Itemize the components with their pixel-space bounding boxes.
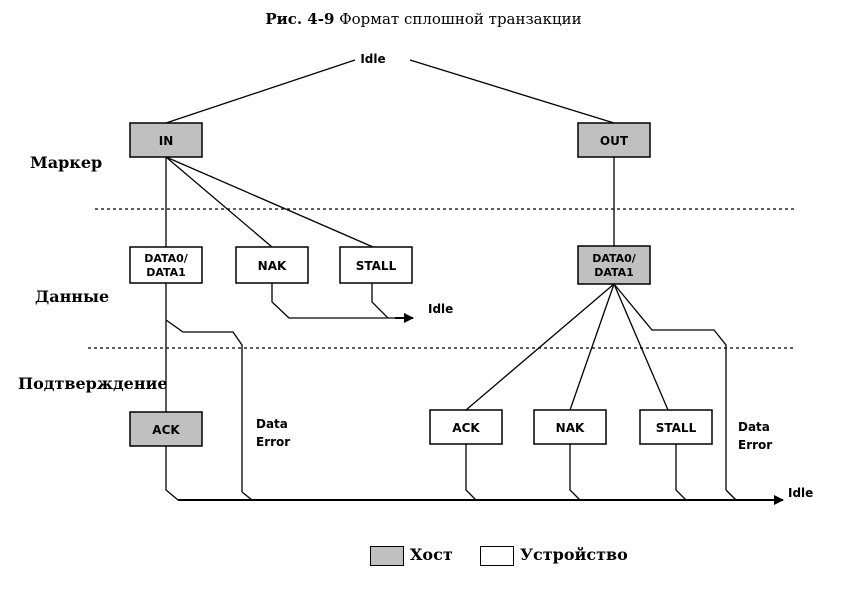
idle-top-label: Idle	[360, 52, 385, 66]
label-in-data-line2: DATA1	[146, 266, 186, 279]
figure-number: Рис. 4-9	[265, 10, 335, 28]
idle-bottom-label: Idle	[788, 486, 813, 500]
phase-label-data: Данные	[35, 287, 110, 306]
connector-idle-in	[165, 59, 356, 124]
connector-out-data-ack	[465, 283, 615, 411]
connector-in-ack-down	[165, 446, 179, 501]
legend-host-swatch	[370, 546, 404, 566]
label-in-nak: NAK	[258, 259, 287, 273]
box-in-host	[129, 122, 203, 158]
label-out-nak: NAK	[556, 421, 585, 435]
label-out: OUT	[600, 134, 629, 148]
legend-host-label: Хост	[410, 545, 453, 564]
label-in-stall: STALL	[356, 259, 397, 273]
label-in: IN	[159, 134, 174, 148]
phase-label-token: Маркер	[30, 153, 103, 172]
label-in-ack: ACK	[152, 423, 180, 437]
box-out-ack	[429, 409, 503, 445]
packet-boxes: IN OUT DATA0/ DATA1 NAK STALL DATA0/ DAT…	[129, 122, 713, 447]
data-error-right-line2: Error	[738, 438, 772, 452]
box-out-host	[577, 122, 651, 158]
connector-in-error-down	[241, 491, 253, 501]
box-in-ack	[129, 411, 203, 447]
box-in-nak	[235, 246, 309, 284]
connector-in-nak	[165, 156, 273, 248]
legend-device-label: Устройство	[520, 545, 628, 564]
box-out-stall	[639, 409, 713, 445]
phase-label-handshake: Подтверждение	[18, 374, 168, 393]
box-in-stall	[339, 246, 413, 284]
connector-in-stall	[165, 156, 374, 248]
box-out-nak	[533, 409, 607, 445]
figure-title: Рис. 4-9 Формат сплошной транзакции	[0, 10, 847, 28]
label-out-data-line2: DATA1	[594, 266, 634, 279]
label-in-data-line1: DATA0/	[144, 252, 189, 265]
label-out-data-line1: DATA0/	[592, 252, 637, 265]
connector-out-data-stall	[613, 283, 669, 411]
connector-in-data-error	[165, 319, 243, 492]
connector-idle-out	[409, 59, 615, 124]
box-in-data	[129, 246, 203, 284]
connector-in-stall-idle	[371, 283, 389, 319]
data-error-left-line2: Error	[256, 435, 290, 449]
connector-out-ack-down	[465, 444, 477, 501]
data-error-right-line1: Data	[738, 420, 770, 434]
figure-caption: Формат сплошной транзакции	[339, 10, 582, 28]
connectors	[165, 59, 784, 505]
label-out-stall: STALL	[656, 421, 697, 435]
data-error-left-line1: Data	[256, 417, 288, 431]
connector-in-nak-idle	[271, 283, 395, 319]
idle-mid-label: Idle	[428, 302, 453, 316]
legend-device-swatch	[480, 546, 514, 566]
connector-out-data-error	[613, 283, 727, 490]
connector-out-data-nak	[569, 283, 615, 411]
label-out-ack: ACK	[452, 421, 480, 435]
connector-out-stall-down	[675, 444, 687, 501]
connector-out-error-down	[725, 489, 737, 501]
box-out-data	[577, 245, 651, 285]
connector-out-nak-down	[569, 444, 581, 501]
